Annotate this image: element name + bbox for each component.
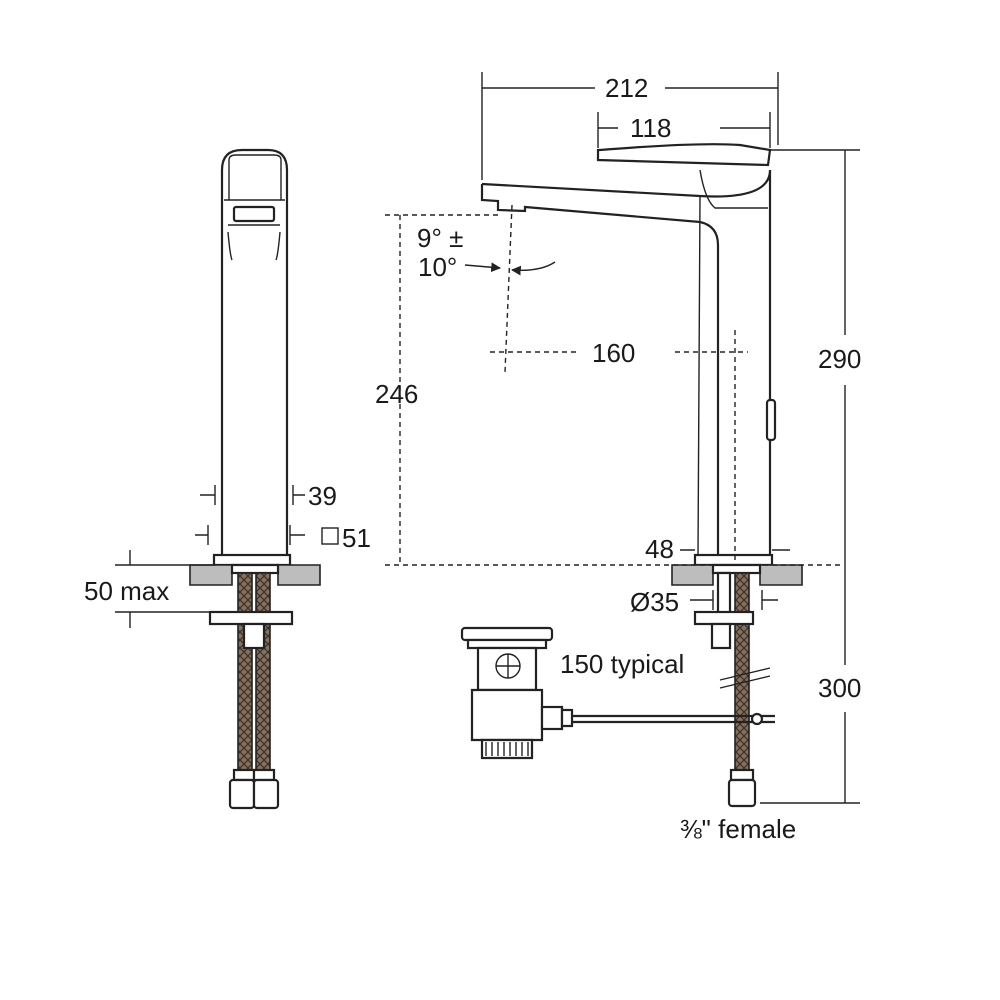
- side-base-plate: [212, 553, 292, 567]
- dim-spout-reach: 160: [592, 338, 635, 368]
- side-view: 39 51 50 max: [84, 148, 371, 810]
- connector-label: ⅜" female: [680, 814, 796, 844]
- popup-waste: [460, 626, 775, 760]
- dim-lever-width: 118: [630, 113, 671, 143]
- dim-worktop-thickness: 50 max: [84, 576, 169, 606]
- front-hose: [734, 572, 750, 771]
- side-connector-right: [252, 778, 280, 810]
- side-worktop-right: [277, 564, 321, 586]
- front-worktop-left: [671, 564, 714, 586]
- side-fixing-plate: [208, 610, 294, 626]
- front-popup-knob: [765, 398, 777, 442]
- front-worktop-right: [759, 564, 803, 586]
- front-connector: [727, 778, 757, 808]
- front-fixing-plate: [693, 610, 755, 626]
- front-lever: [596, 143, 772, 167]
- front-spout-top: [481, 169, 772, 555]
- side-connector-left: [228, 778, 256, 810]
- side-aerator: [232, 205, 276, 223]
- front-view: 212 118 290 300 246 160 9° ± 10° 48 Ø35 …: [375, 72, 861, 844]
- dim-base-square: 51: [342, 523, 371, 553]
- side-lever: [228, 154, 282, 200]
- dim-base-depth: 48: [645, 534, 674, 564]
- dim-angle-line1: 9° ±: [417, 223, 463, 253]
- front-spout-body: [480, 184, 720, 555]
- dim-hole-diameter: Ø35: [630, 587, 679, 617]
- dim-overall-height: 290: [818, 344, 861, 374]
- side-worktop-left: [189, 564, 233, 586]
- front-base-plate: [693, 553, 774, 567]
- dim-overall-width: 212: [605, 73, 648, 103]
- side-hose-right: [255, 572, 271, 771]
- dim-angle-line2: 10°: [418, 252, 457, 282]
- dim-body-width: 39: [308, 481, 337, 511]
- dim-waste-rod: 150 typical: [560, 649, 684, 679]
- side-body: [220, 148, 289, 555]
- square-symbol-icon: [321, 527, 339, 545]
- dim-spout-height: 246: [375, 379, 418, 409]
- waste-rod: [572, 714, 775, 724]
- dim-hose-length: 300: [818, 673, 861, 703]
- side-hose-left: [237, 572, 253, 771]
